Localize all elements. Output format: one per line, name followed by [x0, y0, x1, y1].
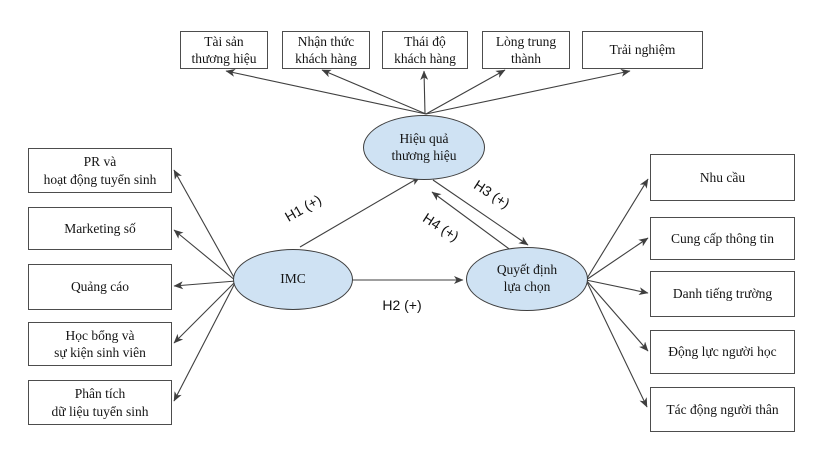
- arrow-decision-to-tacdong: [585, 279, 648, 408]
- arrow-imc-to-marketing: [173, 229, 237, 282]
- arrow-brand-to-thaido: [420, 70, 429, 115]
- ellipse-quyet-dinh-lua-chon: Quyết định lựa chọn: [466, 247, 588, 311]
- arrow-imc-to-phantich: [173, 280, 237, 402]
- box-thai-do-khach-hang: Thái độ khách hàng: [382, 31, 468, 69]
- box-tai-san-thuong-hieu: Tài sản thương hiệu: [180, 31, 268, 69]
- box-nhan-thuc-khach-hang: Nhận thức khách hàng: [282, 31, 370, 69]
- box-pr-hoat-dong-tuyen-sinh: PR và hoạt động tuyển sinh: [28, 148, 172, 193]
- arrow-imc-to-pr: [173, 169, 237, 282]
- arrow-brand-to-taisan: [225, 68, 427, 115]
- arrow-h3-brand-to-decision: [432, 179, 529, 246]
- arrow-decision-to-nhucau: [585, 178, 649, 281]
- arrow-brand-to-trainghiem: [425, 68, 631, 115]
- box-nhu-cau: Nhu cầu: [650, 154, 795, 201]
- ellipse-imc: IMC: [233, 249, 353, 310]
- box-quang-cao: Quảng cáo: [28, 264, 172, 310]
- box-tac-dong-nguoi-than: Tác động người thân: [650, 387, 795, 432]
- arrow-h4-decision-to-brand: [431, 191, 517, 255]
- arrow-imc-to-quangcao: [173, 280, 237, 290]
- box-cung-cap-thong-tin: Cung cấp thông tin: [650, 217, 795, 260]
- box-dong-luc-nguoi-hoc: Động lực người học: [650, 330, 795, 374]
- arrow-brand-to-nhanthuc: [321, 69, 427, 115]
- arrow-decision-to-dongluc: [585, 279, 649, 352]
- hypothesis-label-h2: H2 (+): [382, 297, 422, 313]
- box-trai-nghiem: Trải nghiệm: [582, 31, 703, 69]
- box-hoc-bong-su-kien: Học bổng và sự kiện sinh viên: [28, 322, 172, 366]
- arrow-decision-to-danhtieng: [585, 279, 649, 296]
- box-danh-tieng-truong: Danh tiếng trường: [650, 271, 795, 317]
- ellipse-hieu-qua-thuong-hieu: Hiệu quả thương hiệu: [363, 115, 485, 180]
- box-marketing-so: Marketing số: [28, 207, 172, 250]
- arrow-decision-to-cungcap: [585, 237, 649, 281]
- box-long-trung-thanh: Lòng trung thành: [482, 31, 570, 69]
- arrow-brand-to-longtrung: [425, 69, 506, 115]
- arrow-imc-to-hocbong: [173, 280, 237, 344]
- box-phan-tich-du-lieu: Phân tích dữ liệu tuyển sinh: [28, 380, 172, 425]
- arrow-h1-imc-to-brand: [299, 176, 421, 248]
